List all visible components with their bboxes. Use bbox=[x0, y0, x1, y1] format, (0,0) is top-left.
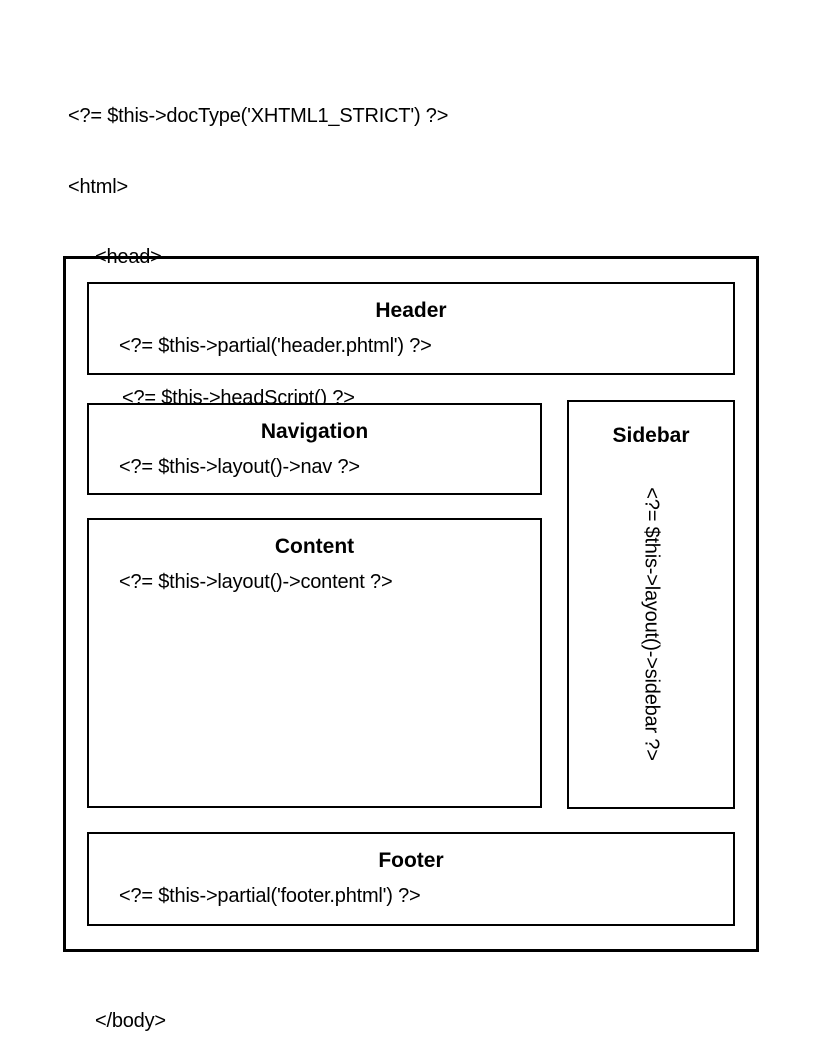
footer-region-title: Footer bbox=[378, 849, 444, 872]
header-region-title: Header bbox=[375, 299, 447, 322]
content-region-code: <?= $this->layout()->content ?> bbox=[119, 571, 393, 593]
bottom-code-block: </body> </html> bbox=[68, 963, 166, 1056]
navigation-region-title: Navigation bbox=[260, 420, 369, 443]
header-region-code: <?= $this->partial('header.phtml') ?> bbox=[119, 335, 432, 357]
content-region-title: Content bbox=[274, 535, 355, 558]
content-region-box: Content <?= $this->layout()->content ?> bbox=[87, 518, 542, 808]
footer-region-box: Footer <?= $this->partial('footer.phtml'… bbox=[87, 832, 735, 926]
navigation-region-code: <?= $this->layout()->nav ?> bbox=[119, 456, 360, 478]
sidebar-region-title: Sidebar bbox=[612, 424, 690, 447]
sidebar-region-code: <?= $this->layout()->sidebar ?> bbox=[640, 487, 663, 761]
sidebar-region-box: Sidebar <?= $this->layout()->sidebar ?> bbox=[567, 400, 735, 809]
footer-region-code: <?= $this->partial('footer.phtml') ?> bbox=[119, 885, 421, 907]
navigation-region-box: Navigation <?= $this->layout()->nav ?> bbox=[87, 403, 542, 495]
code-line-body-close: </body> bbox=[95, 1010, 166, 1032]
code-line-html-open: <html> bbox=[68, 175, 128, 198]
body-layout-box: Header <?= $this->partial('header.phtml'… bbox=[63, 256, 759, 952]
code-line-doctype: <?= $this->docType('XHTML1_STRICT') ?> bbox=[68, 105, 449, 127]
header-region-box: Header <?= $this->partial('header.phtml'… bbox=[87, 282, 735, 375]
